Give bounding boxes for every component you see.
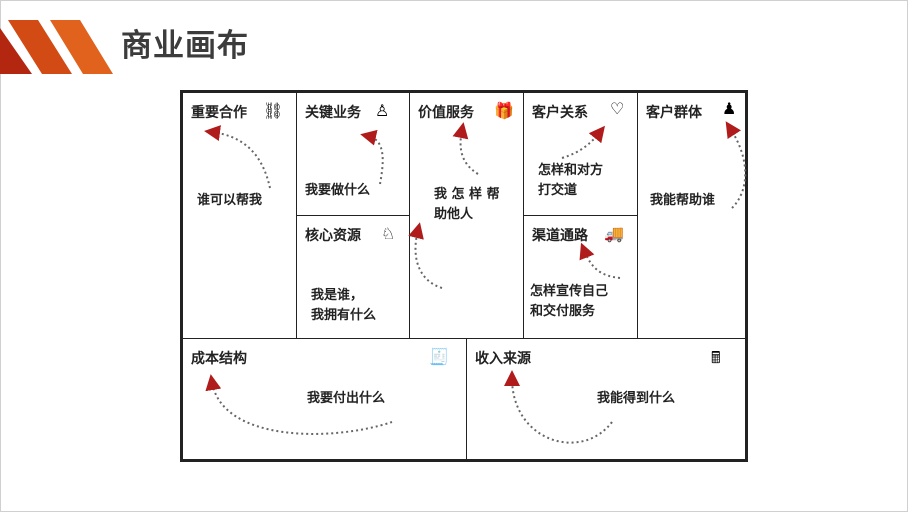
cell-label: 渠道通路 <box>532 228 588 244</box>
cell-channels: 渠道通路 怎样宣传自己和交付服务 🚚 <box>523 215 638 339</box>
cell-text-line: 我拥有什么 <box>311 308 377 323</box>
cell-text: 我要做什么 <box>305 183 371 198</box>
cell-text-line: 助他人 <box>434 207 474 222</box>
heart-icon: ♡ <box>610 99 625 118</box>
cell-text-line: 我是谁， <box>311 288 364 303</box>
person-standing-icon: ♟ <box>722 99 737 118</box>
cell-text: 我要付出什么 <box>307 391 386 406</box>
cell-text-line: 怎样宣传自己 <box>530 284 609 299</box>
gift-icon: 🎁 <box>494 101 514 120</box>
truck-icon: 🚚 <box>604 224 624 243</box>
cell-text: 我能帮助谁 <box>650 193 716 208</box>
cash-register-icon: 🖩 <box>711 348 721 367</box>
cell-label: 价值服务 <box>418 105 474 121</box>
person-icon: ♘ <box>381 224 396 243</box>
cell-text: 我 怎 样 帮助他人 <box>434 185 500 225</box>
cell-text-line: 打交道 <box>538 183 578 198</box>
cell-text: 怎样宣传自己和交付服务 <box>530 282 608 322</box>
cell-text-line: 和交付服务 <box>530 304 596 319</box>
chain-link-icon: ⛓ <box>263 101 284 120</box>
cell-customer-relationships: 客户关系 怎样和对方打交道 ♡ <box>523 92 638 216</box>
cell-value-propositions: 价值服务 我 怎 样 帮助他人 🎁 <box>409 92 524 339</box>
cell-key-resources: 核心资源 我是谁， 我拥有什么 ♘ <box>296 215 410 339</box>
cell-key-partners: 重要合作 谁可以帮我 ⛓ <box>182 92 297 339</box>
cell-revenue-streams: 收入来源 我能得到什么 🖩 <box>466 338 746 460</box>
cell-cost-structure: 成本结构 我要付出什么 🧾 <box>182 338 467 460</box>
cell-text: 我是谁， 我拥有什么 <box>311 286 376 326</box>
cell-text-line: 我 怎 样 帮 <box>434 187 500 202</box>
logo-stripes <box>0 20 113 74</box>
cell-label: 关键业务 <box>305 105 361 121</box>
cell-label: 重要合作 <box>191 105 247 121</box>
cell-label: 成本结构 <box>191 351 247 367</box>
cell-text: 我能得到什么 <box>597 391 676 406</box>
receipt-icon: 🧾 <box>429 347 449 366</box>
cell-customer-segments: 客户群体 我能帮助谁 ♟ <box>637 92 746 339</box>
business-model-canvas: 重要合作 谁可以帮我 ⛓ 关键业务 我要做什么 ♙ 核心资源 我是谁， 我拥有什么… <box>180 90 748 462</box>
cell-label: 客户群体 <box>646 105 702 121</box>
cell-key-activities: 关键业务 我要做什么 ♙ <box>296 92 410 216</box>
cell-text: 怎样和对方打交道 <box>538 161 603 201</box>
person-working-icon: ♙ <box>375 101 390 120</box>
cell-label: 收入来源 <box>475 351 531 367</box>
cell-text: 谁可以帮我 <box>197 193 263 208</box>
cell-label: 客户关系 <box>532 105 588 121</box>
cell-label: 核心资源 <box>305 228 361 244</box>
cell-text-line: 怎样和对方 <box>538 163 604 178</box>
slide-title: 商业画布 <box>121 28 249 64</box>
